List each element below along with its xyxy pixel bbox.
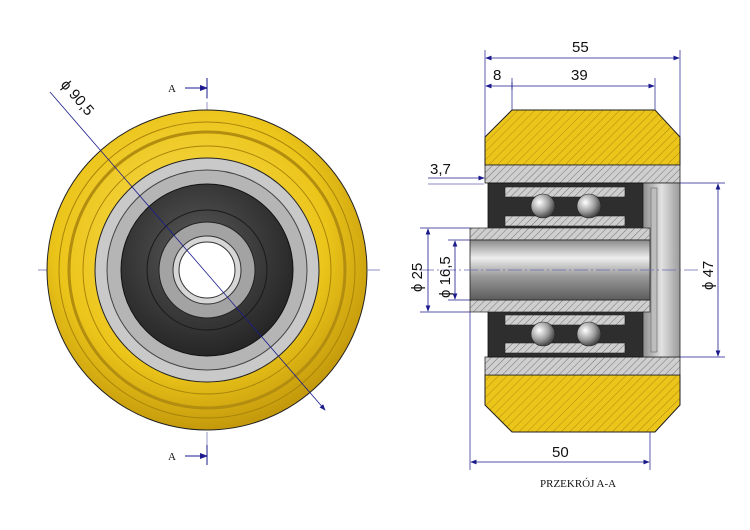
inner-race-top bbox=[504, 215, 626, 227]
spacer-sleeve-top bbox=[469, 227, 651, 241]
dim-bore-diameter: ϕ 25 bbox=[409, 263, 426, 292]
outer-race-top bbox=[504, 186, 626, 198]
spacer-sleeve-bottom bbox=[469, 299, 651, 313]
ball-top-right bbox=[576, 193, 602, 219]
ball-bottom-right bbox=[576, 321, 602, 347]
outer-race-bottom bbox=[504, 342, 626, 354]
dim-shaft-diameter: ϕ 16,5 bbox=[437, 256, 454, 298]
diameter-outer-label: ϕ 90,5 bbox=[57, 76, 97, 119]
diameter-leader bbox=[49, 91, 326, 411]
section-mark-bottom: A bbox=[168, 451, 176, 463]
bearing-seal-inner bbox=[146, 209, 268, 331]
ball-top-left bbox=[530, 193, 556, 219]
tread-groove-mid bbox=[67, 130, 347, 410]
dim-offset: 8 bbox=[493, 67, 501, 84]
front-view: A A ϕ 90,5 bbox=[38, 76, 380, 465]
tread-section-bottom bbox=[484, 374, 681, 433]
bore bbox=[178, 241, 236, 299]
section-caption: PRZEKRÓJ A-A bbox=[540, 478, 616, 490]
tread-groove-inner bbox=[82, 145, 332, 395]
tread-section-top bbox=[484, 109, 681, 166]
dim-total-width: 55 bbox=[572, 39, 589, 56]
tread-groove-outer bbox=[58, 121, 356, 419]
hub-section-bottom bbox=[484, 356, 681, 376]
section-view: 55 8 39 3,7 ϕ 25 ϕ 16,5 ϕ 47 50 PRZE bbox=[409, 39, 725, 490]
dim-groove: 3,7 bbox=[430, 161, 451, 178]
dim-tread-width: 39 bbox=[571, 67, 588, 84]
hub-section-top bbox=[484, 164, 681, 184]
ball-bottom-left bbox=[530, 321, 556, 347]
inner-race-bottom bbox=[504, 314, 626, 326]
dim-base-width: 50 bbox=[552, 444, 569, 461]
section-mark-top: A bbox=[168, 83, 176, 95]
dim-bearing-diameter: ϕ 47 bbox=[700, 261, 717, 290]
